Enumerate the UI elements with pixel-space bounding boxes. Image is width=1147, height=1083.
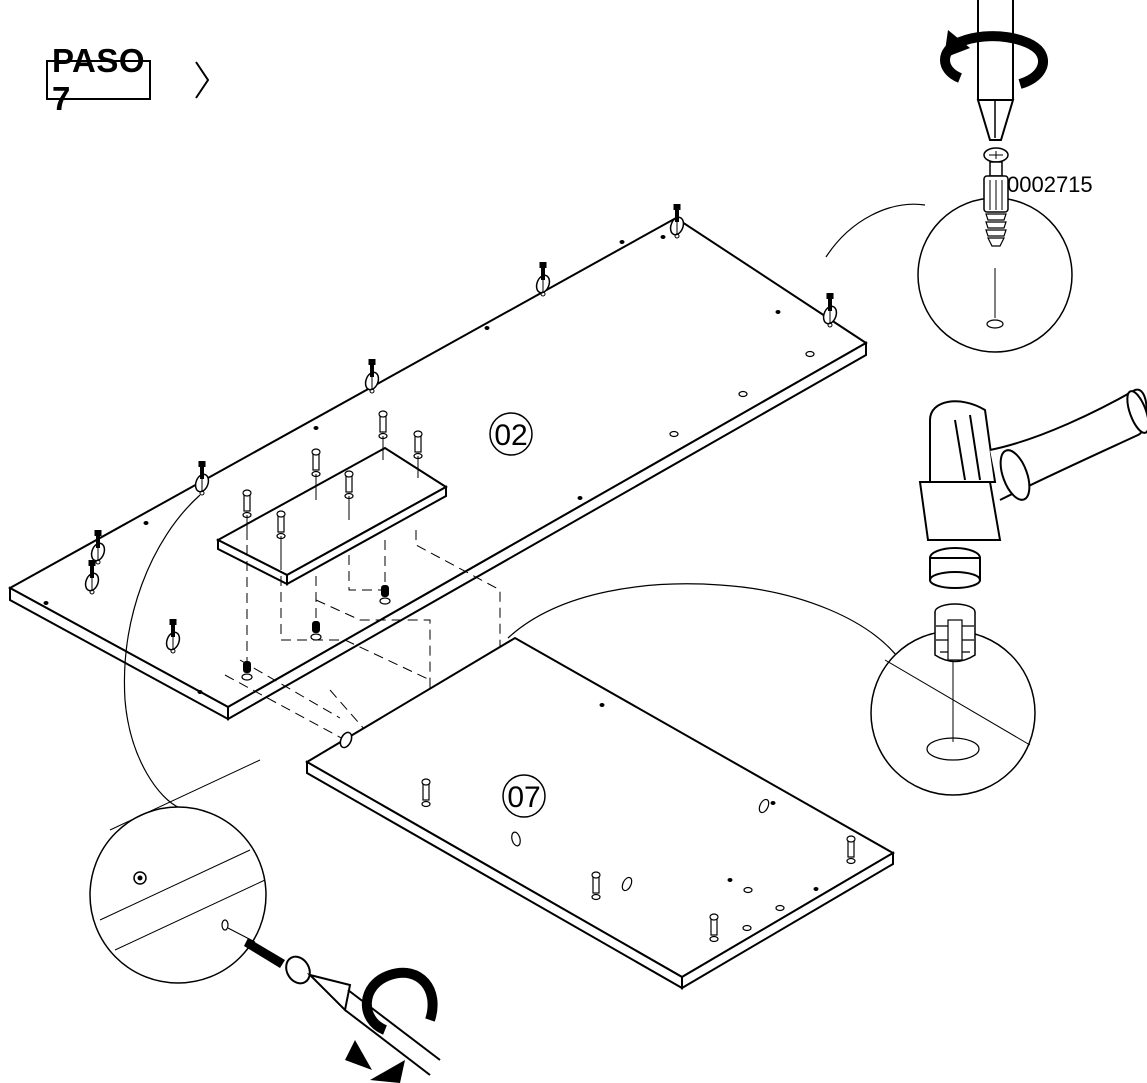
rotate-arrow-icon xyxy=(940,30,1049,89)
screw-icon xyxy=(244,938,311,985)
step-arrow xyxy=(195,61,210,99)
cam-bolt-detail xyxy=(825,0,1073,353)
panel-07: 07 xyxy=(305,636,895,990)
screwdriver-icon-2 xyxy=(306,973,441,1076)
cam-bolt-code: 0002715 xyxy=(1007,172,1093,197)
cam-lock-icon xyxy=(934,603,976,663)
small-board xyxy=(215,410,448,586)
rotate-arrow-icon-2 xyxy=(345,967,438,1083)
cam-lock-detail xyxy=(507,388,1147,796)
panel-02: 02 xyxy=(7,203,868,721)
panel-07-label: 07 xyxy=(507,781,540,814)
panel-02-label: 02 xyxy=(494,419,527,452)
cam-bolt-icon xyxy=(983,147,1009,247)
screwdriver-icon xyxy=(976,0,1015,141)
hammer-icon xyxy=(918,388,1147,589)
screw-detail xyxy=(89,494,441,1083)
